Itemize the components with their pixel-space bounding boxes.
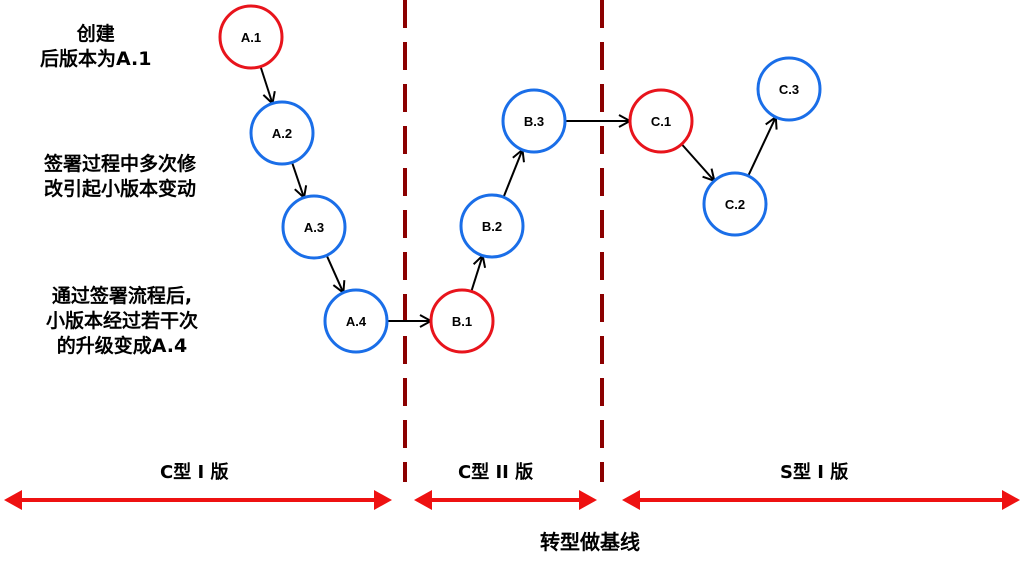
node-circle <box>429 288 495 354</box>
version-node-a-2: A.2 <box>249 100 315 166</box>
node-label: A.3 <box>304 220 324 235</box>
node-circle <box>628 88 694 154</box>
version-node-c-3: C.3 <box>756 56 822 122</box>
node-label: C.3 <box>779 82 799 97</box>
node-label: B.1 <box>452 314 472 329</box>
arrowhead-right-icon <box>1002 490 1020 510</box>
note-after-signing-line-3: 的升级变成A.4 <box>56 335 188 357</box>
note-signing-changes-line-1: 签署过程中多次修 <box>44 153 197 175</box>
version-node-c-1: C.1 <box>628 88 694 154</box>
version-node-c-2: C.2 <box>702 171 768 237</box>
node-circle <box>249 100 315 166</box>
note-create-line-2: 后版本为A.1 <box>40 48 152 70</box>
node-circle <box>501 88 567 154</box>
node-label: B.3 <box>524 114 544 129</box>
version-node-a-1: A.1 <box>218 4 284 70</box>
arrowhead-left-icon <box>414 490 432 510</box>
note-after-signing: 通过签署流程后, 小版本经过若干次 的升级变成A.4 <box>46 284 198 359</box>
phase-arrow-s-type-v1 <box>622 490 1020 510</box>
phase-arrow-c-type-v1 <box>4 490 392 510</box>
phase-arrow-c-type-v2 <box>414 490 597 510</box>
node-label: B.2 <box>482 219 502 234</box>
version-node-a-3: A.3 <box>281 194 347 260</box>
note-signing-changes: 签署过程中多次修 改引起小版本变动 <box>44 152 196 202</box>
note-create-line-1: 创建 <box>76 23 115 45</box>
version-node-b-2: B.2 <box>459 193 525 259</box>
note-after-signing-line-1: 通过签署流程后, <box>51 285 193 307</box>
version-node-b-1: B.1 <box>429 288 495 354</box>
node-circle <box>323 288 389 354</box>
node-circle <box>218 4 284 70</box>
phase-label-c-type-v2: C型 II 版 <box>458 462 534 483</box>
edge-A1-to-A2 <box>259 66 273 104</box>
node-circle <box>459 193 525 259</box>
phase-label-c-type-v1: C型 I 版 <box>160 462 229 483</box>
arrowhead-right-icon <box>579 490 597 510</box>
version-node-b-3: B.3 <box>501 88 567 154</box>
node-label: A.2 <box>272 126 292 141</box>
arrowhead-left-icon <box>622 490 640 510</box>
footer-label: 转型做基线 <box>540 530 640 554</box>
node-circle <box>702 171 768 237</box>
edge-A2-to-A3 <box>291 162 304 197</box>
version-node-a-4: A.4 <box>323 288 389 354</box>
node-label: A.1 <box>241 30 261 45</box>
node-label: C.1 <box>651 114 671 129</box>
note-signing-changes-line-2: 改引起小版本变动 <box>44 178 197 200</box>
phase-label-s-type-v1: S型 I 版 <box>780 462 849 483</box>
edge-B1-to-B2 <box>470 256 482 292</box>
node-circle <box>281 194 347 260</box>
edge-C1-to-C2 <box>680 143 715 181</box>
node-circle <box>756 56 822 122</box>
edge-C2-to-C3 <box>747 117 776 177</box>
arrowhead-left-icon <box>4 490 22 510</box>
arrowhead-right-icon <box>374 490 392 510</box>
note-after-signing-line-2: 小版本经过若干次 <box>46 310 199 332</box>
edge-A3-to-A4 <box>325 254 344 292</box>
note-create: 创建 后版本为A.1 <box>40 22 152 72</box>
edge-B2-to-B3 <box>502 150 523 198</box>
node-label: C.2 <box>725 197 745 212</box>
node-label: A.4 <box>346 314 367 329</box>
